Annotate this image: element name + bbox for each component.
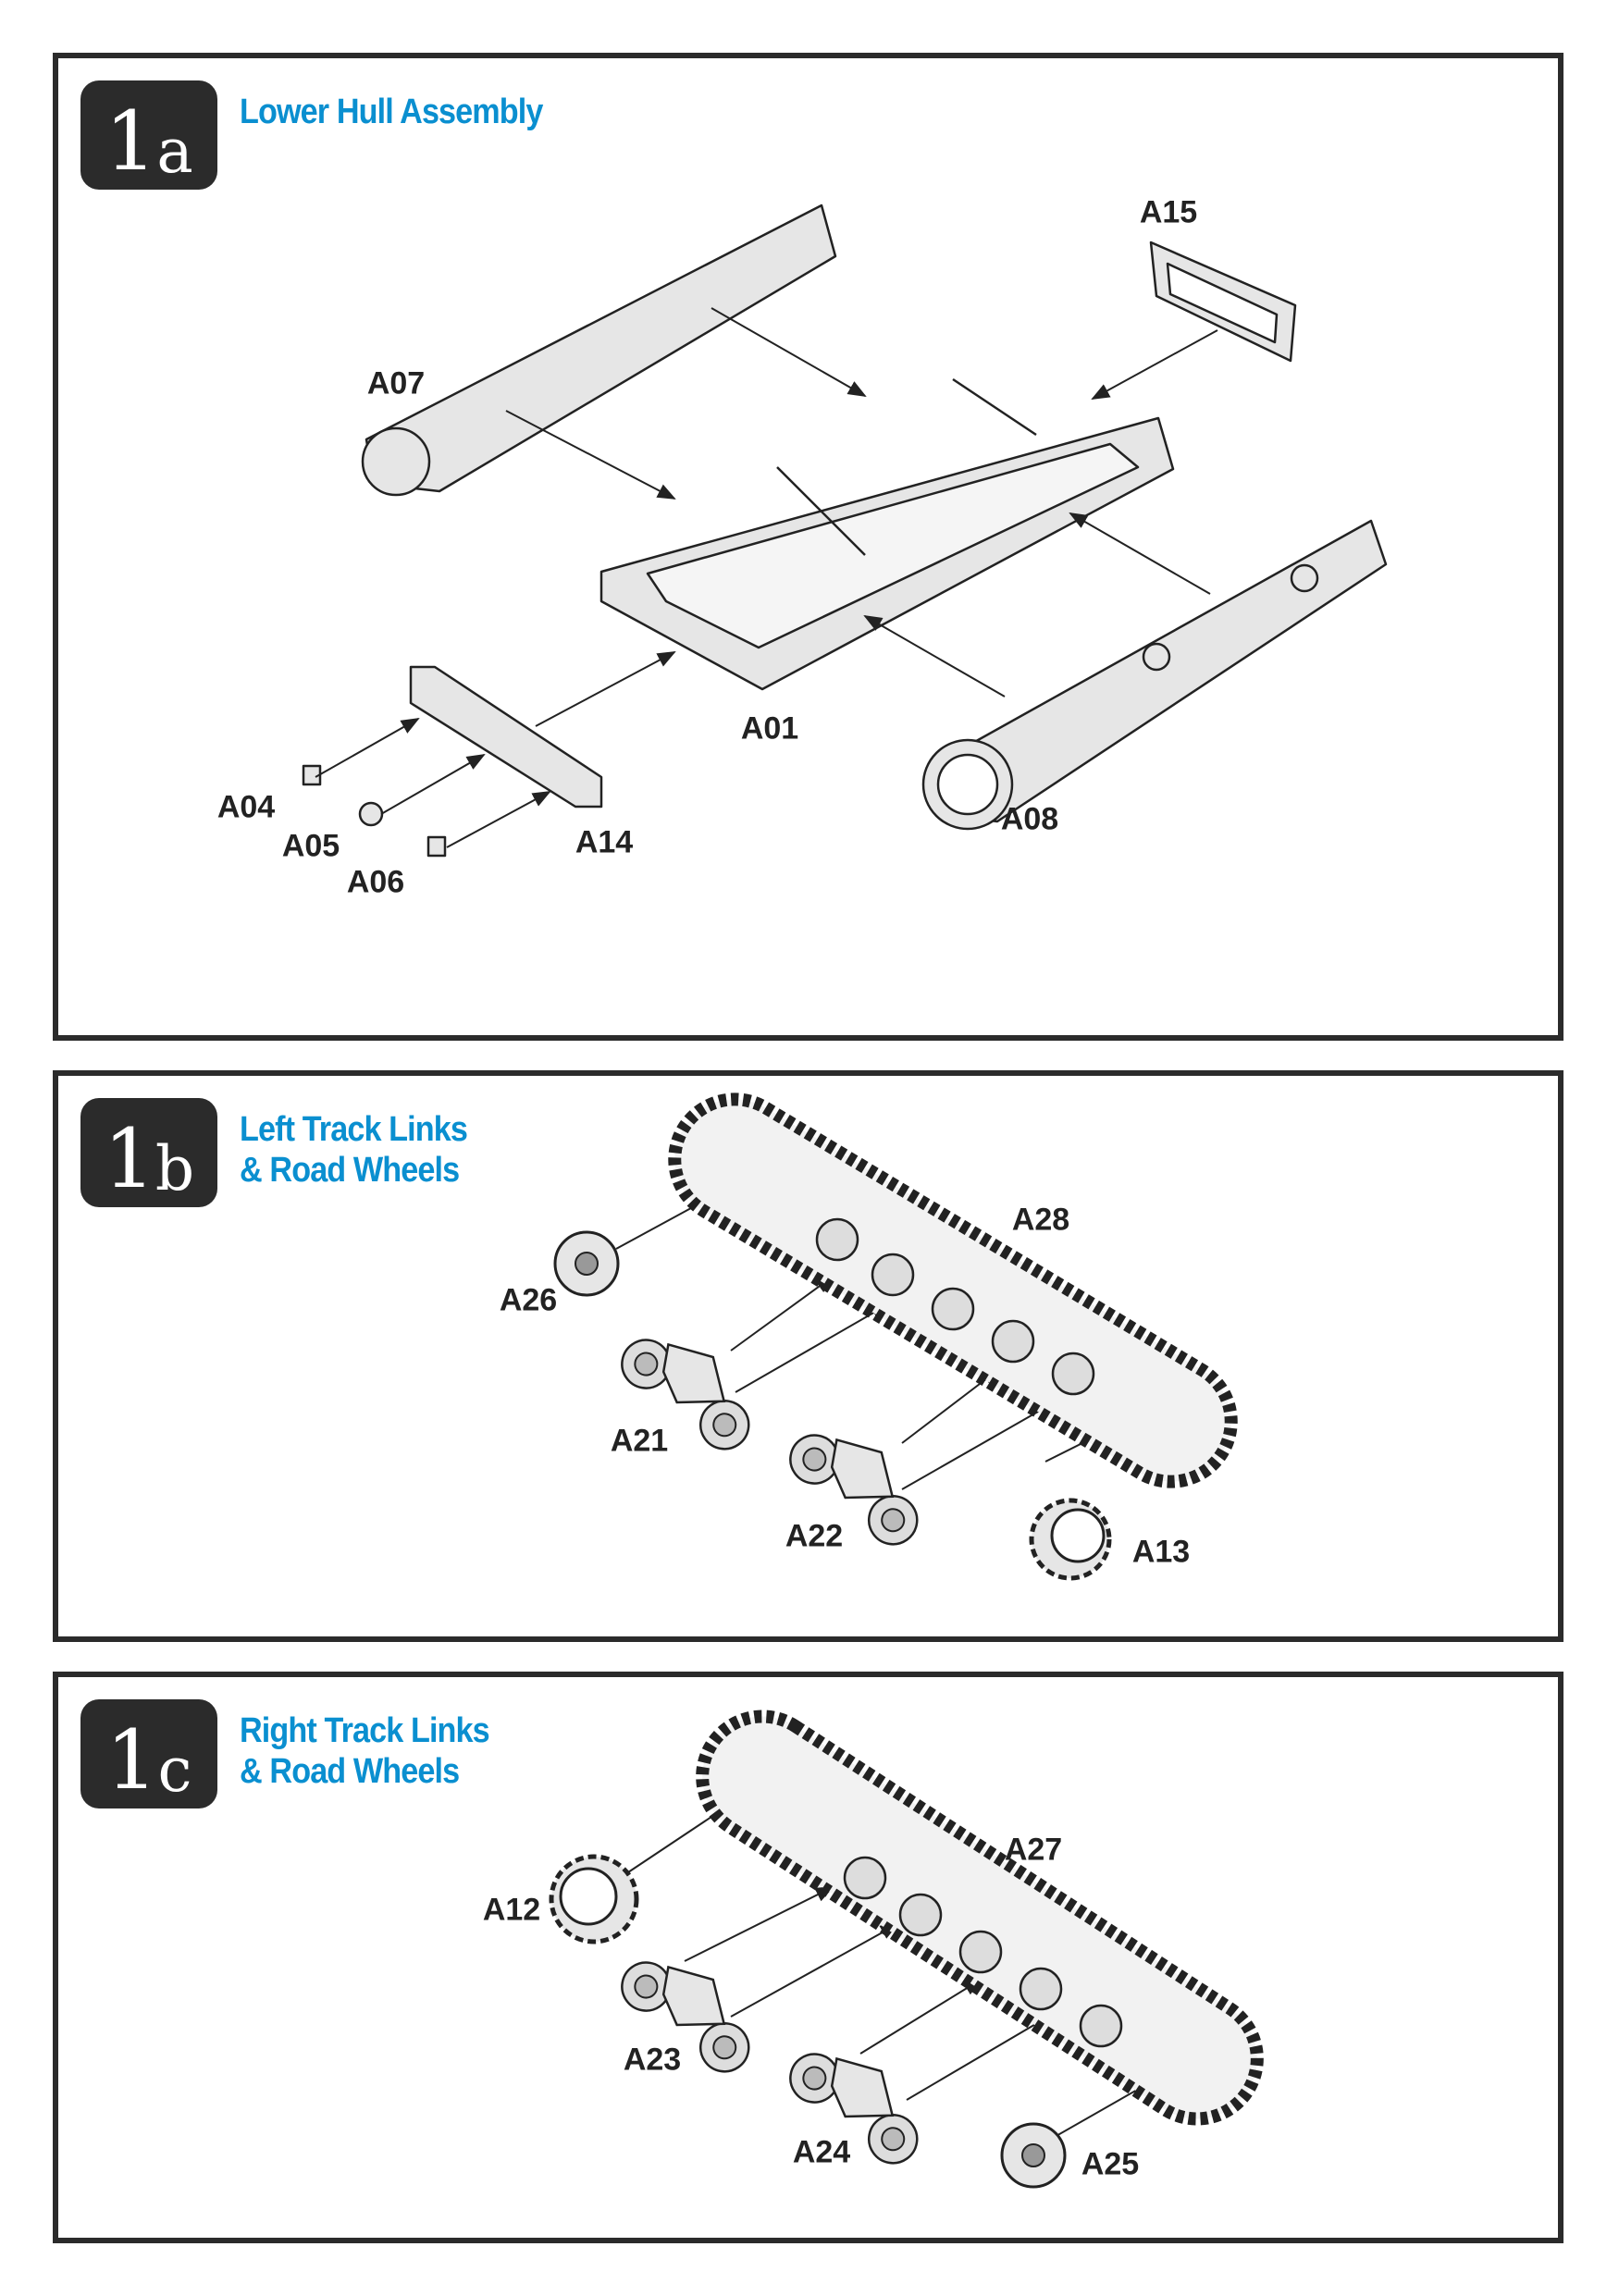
step-title-line: & Road Wheels bbox=[240, 1752, 460, 1791]
part-label: A28 bbox=[1011, 1202, 1070, 1238]
part-a06 bbox=[426, 835, 447, 858]
step-title-line: Lower Hull Assembly bbox=[240, 93, 543, 131]
part-label: A27 bbox=[1004, 1832, 1063, 1868]
part-label: A13 bbox=[1131, 1534, 1191, 1570]
part-label: A01 bbox=[740, 710, 799, 747]
part-label: A08 bbox=[1000, 801, 1059, 837]
part-a15-frame bbox=[1149, 241, 1297, 363]
part-a26-idler-wheel bbox=[553, 1230, 620, 1297]
part-a07-side-rail bbox=[361, 204, 837, 497]
step-title-line: & Road Wheels bbox=[240, 1151, 460, 1190]
part-label: A05 bbox=[281, 828, 340, 864]
part-a05 bbox=[358, 801, 384, 827]
step-title: Lower Hull Assembly bbox=[240, 92, 543, 132]
step-number: 1 bbox=[105, 93, 157, 189]
left-road-wheels bbox=[815, 1217, 1095, 1396]
right-road-wheels bbox=[843, 1856, 1123, 2048]
step-letter: b bbox=[154, 1133, 195, 1204]
part-label: A26 bbox=[499, 1282, 558, 1318]
step-number: 1 bbox=[105, 1712, 158, 1808]
part-label: A25 bbox=[1081, 2146, 1140, 2182]
step-title-line: Left Track Links bbox=[240, 1110, 468, 1149]
part-a01-hull-tub bbox=[599, 377, 1175, 691]
step-title-line: Right Track Links bbox=[240, 1711, 490, 1750]
part-a27-right-track bbox=[696, 1710, 1264, 2126]
part-a08-side-rail bbox=[921, 519, 1388, 831]
step-letter: a bbox=[156, 116, 193, 187]
part-label: A12 bbox=[482, 1892, 541, 1928]
part-label: A24 bbox=[792, 2134, 851, 2170]
part-label: A06 bbox=[346, 864, 405, 900]
part-label: A23 bbox=[623, 2042, 682, 2078]
part-label: A21 bbox=[610, 1423, 669, 1459]
step-title: Left Track Links& Road Wheels bbox=[240, 1109, 468, 1191]
part-a25-idler-wheel bbox=[1000, 2122, 1067, 2189]
part-label: A14 bbox=[575, 824, 634, 860]
part-label: A15 bbox=[1139, 194, 1198, 230]
step-letter: c bbox=[157, 1734, 192, 1806]
part-label: A04 bbox=[216, 789, 276, 825]
part-a14-plate bbox=[409, 665, 603, 809]
part-label: A07 bbox=[366, 365, 426, 401]
part-a12-sprocket bbox=[549, 1854, 639, 1944]
step-title: Right Track Links& Road Wheels bbox=[240, 1710, 490, 1792]
step-number: 1 bbox=[103, 1111, 155, 1206]
part-label: A22 bbox=[785, 1518, 844, 1554]
part-a13-sprocket bbox=[1029, 1498, 1112, 1581]
